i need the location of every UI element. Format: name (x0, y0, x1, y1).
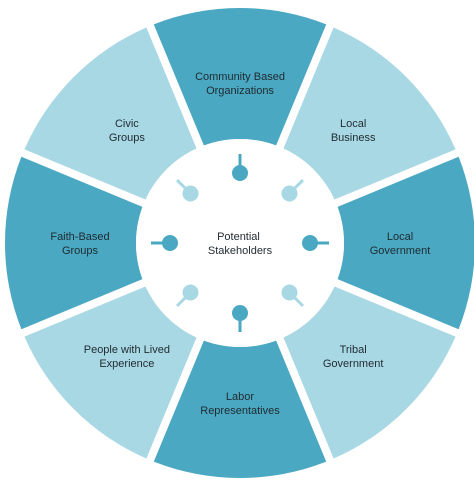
pin-icon (232, 305, 248, 332)
center-label-line-1: Potential (217, 231, 260, 243)
segment-label-line: Government (370, 245, 431, 257)
hub-icons (151, 154, 329, 332)
segment-label-line: Business (331, 132, 376, 144)
segment-label-line: Faith-Based (50, 231, 109, 243)
pin-icon (281, 284, 304, 307)
pin-icon (302, 235, 329, 251)
segment-label-line: Local (387, 231, 413, 243)
segment-label-line: Representatives (200, 405, 280, 417)
segment-label-line: Organizations (206, 85, 274, 97)
segment-label-line: People with Lived (84, 344, 170, 356)
segment-people-with-lived-experience (24, 286, 197, 459)
segment-labor-representatives (153, 340, 327, 478)
pin-icon (176, 284, 199, 307)
segment-local-government (337, 156, 474, 330)
segment-label-line: Local (340, 118, 366, 130)
segment-civic-groups (24, 27, 197, 200)
segment-label-line: Groups (109, 132, 146, 144)
center-label-line-2: Stakeholders (208, 245, 273, 257)
pin-icon (281, 179, 304, 202)
segment-local-business (283, 27, 456, 200)
segment-label-line: Government (323, 358, 384, 370)
center-label: Potential Stakeholders (208, 231, 273, 257)
segment-label-line: Community Based (195, 71, 285, 83)
pin-icon (151, 235, 178, 251)
segment-label-line: Labor (226, 391, 254, 403)
pin-icon (176, 179, 199, 202)
segment-label-line: Experience (99, 358, 154, 370)
segment-label-line: Tribal (340, 344, 367, 356)
pin-icon (232, 154, 248, 181)
segment-faith-based-groups (4, 156, 143, 330)
segment-tribal-government (283, 286, 456, 459)
segment-community-based-organizations (153, 7, 327, 146)
segment-label-line: Groups (62, 245, 99, 257)
segment-label-line: Civic (115, 118, 139, 130)
